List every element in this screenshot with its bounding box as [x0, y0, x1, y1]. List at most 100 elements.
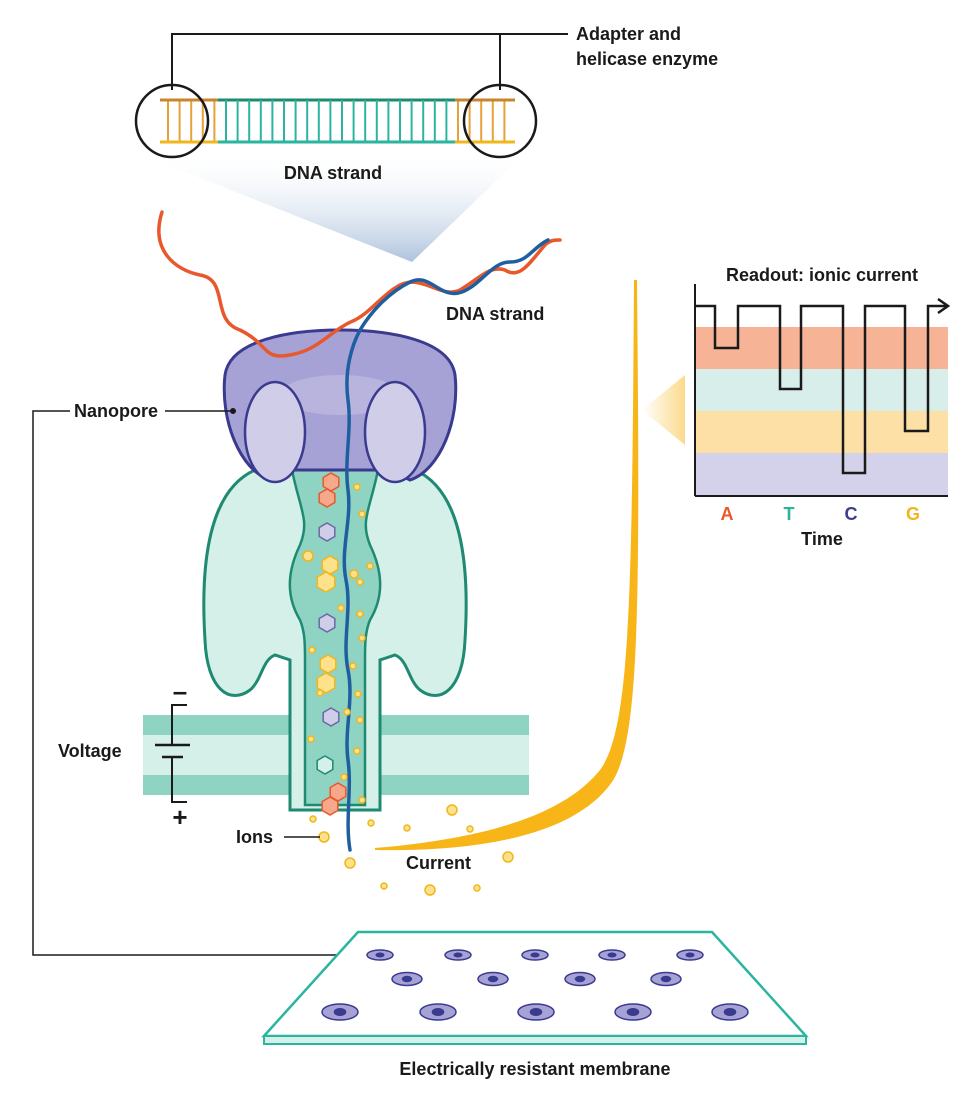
readout-base-a: A: [721, 504, 734, 524]
membrane-pore-center: [431, 1008, 445, 1016]
ion-particle: [349, 569, 359, 579]
ion-particle: [309, 815, 317, 823]
cap-lobe-left: [243, 380, 307, 484]
ion-particle: [349, 662, 357, 670]
readout-xlabel: Time: [801, 529, 843, 549]
readout-pointer: [642, 375, 685, 445]
readout-title: Readout: ionic current: [726, 265, 918, 285]
readout-arrowhead: [937, 297, 951, 315]
nanopore-callout: Nanopore: [32, 401, 378, 958]
ion-particle: [466, 825, 474, 833]
ion-particle: [358, 796, 366, 804]
ion-particle: [380, 882, 388, 890]
voltage-symbol: – + Voltage: [58, 676, 190, 832]
membrane-pore-center: [685, 952, 695, 958]
ions-label: Ions: [236, 827, 273, 847]
membrane-pores: [321, 949, 749, 1021]
ion-particle: [353, 747, 361, 755]
ions-callout: Ions Current: [236, 827, 471, 873]
adapter-callout-line: [171, 33, 501, 90]
ion-particle: [337, 604, 345, 612]
adapter-label-line1: Adapter and: [576, 24, 681, 44]
ion-particle: [473, 884, 481, 892]
nucleotide-hexagon: [318, 522, 336, 542]
membrane-pore-center: [574, 975, 586, 983]
dna-strand-label-mid: DNA strand: [446, 304, 544, 324]
membrane-pore-center: [453, 952, 463, 958]
dna-inset: Adapter and helicase enzyme DNA strand: [134, 24, 718, 262]
ion-particle: [358, 510, 366, 518]
voltage-plus: +: [172, 802, 187, 832]
dna-rungs: [167, 100, 506, 142]
ion-particle: [356, 610, 364, 618]
ion-particle: [424, 884, 436, 896]
readout-band: [696, 453, 948, 495]
ion-particle: [308, 646, 316, 654]
ion-particle: [358, 634, 366, 642]
readout-base-g: G: [906, 504, 920, 524]
ion-particle: [318, 831, 330, 843]
nanopore-label: Nanopore: [74, 401, 158, 421]
ion-particle: [356, 578, 364, 586]
ion-particle: [353, 483, 361, 491]
dna-strands: DNA strand: [157, 210, 562, 852]
nucleotide-bases: [316, 472, 347, 816]
membrane-pore-center: [375, 952, 385, 958]
readout-bands: [696, 327, 948, 495]
dna-strand-blue: [342, 238, 550, 852]
readout-chart: Readout: ionic current A T C G Time: [694, 265, 951, 549]
voltage-minus: –: [173, 676, 187, 706]
voltage-label: Voltage: [58, 741, 122, 761]
membrane-pore-center: [487, 975, 499, 983]
cap-lobe-right: [363, 380, 427, 484]
ion-particle: [367, 819, 375, 827]
adapter-circle-left: [134, 83, 210, 159]
nucleotide-hexagon: [316, 672, 336, 694]
readout-signal: [695, 304, 948, 475]
membrane-pore-center: [626, 1008, 640, 1016]
zoom-funnel: [150, 158, 520, 262]
ion-particle: [354, 690, 362, 698]
membrane-pore-center: [529, 1008, 543, 1016]
membrane-pore-center: [401, 975, 413, 983]
adapter-circle-right: [462, 83, 538, 159]
ion-particle: [340, 773, 348, 781]
membrane-pore-center: [607, 952, 617, 958]
nucleotide-hexagon: [316, 571, 336, 593]
adapter-label-line2: helicase enzyme: [576, 49, 718, 69]
readout-band: [696, 369, 948, 411]
ion-particles: [302, 483, 514, 896]
ion-particle: [403, 824, 411, 832]
membrane-label: Electrically resistant membrane: [399, 1059, 670, 1079]
nucleotide-hexagon: [316, 755, 334, 775]
membrane-pore-center: [333, 1008, 347, 1016]
ion-particle: [302, 550, 314, 562]
membrane-pore-center: [723, 1008, 737, 1016]
ion-particle: [344, 857, 356, 869]
ion-particle: [446, 804, 458, 816]
nucleotide-hexagon: [322, 472, 340, 492]
resistant-membrane: Electrically resistant membrane: [261, 930, 809, 1079]
ion-particle: [343, 708, 351, 716]
ion-particle: [356, 716, 364, 724]
nucleotide-hexagon: [318, 488, 336, 508]
membrane-pore-center: [530, 952, 540, 958]
ion-particle: [316, 689, 324, 697]
readout-base-c: C: [845, 504, 858, 524]
nucleotide-hexagon: [319, 654, 337, 674]
ion-particle: [366, 562, 374, 570]
ion-particle: [502, 851, 514, 863]
current-label: Current: [406, 853, 471, 873]
ion-particle: [307, 735, 315, 743]
nucleotide-hexagon: [318, 613, 336, 633]
nucleotide-hexagon: [322, 707, 340, 727]
readout-base-t: T: [784, 504, 795, 524]
membrane-pore-center: [660, 975, 672, 983]
nucleotide-hexagon: [321, 555, 339, 575]
nucleotide-hexagon: [321, 796, 339, 816]
dna-strand-label-top: DNA strand: [284, 163, 382, 183]
dna-strand-orange: [157, 210, 562, 358]
